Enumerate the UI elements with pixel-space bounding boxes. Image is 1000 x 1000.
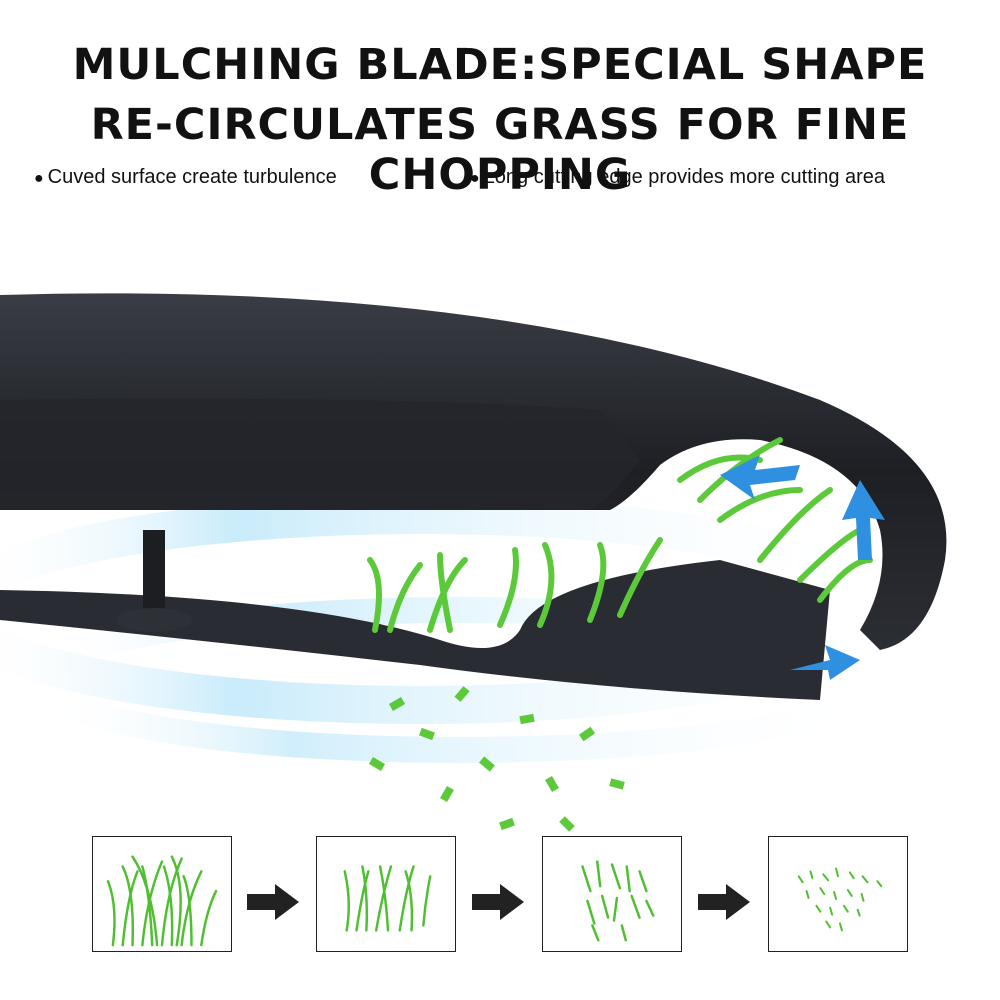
grass-stage-icon-cut (316, 836, 456, 952)
bullet-dot-icon: ● (470, 170, 480, 187)
feature-bullet-turbulence: ●Cuved surface create turbulence (34, 166, 337, 189)
headline-line-1: MULCHING BLADE:SPECIAL SHAPE (72, 40, 928, 90)
headline-line-2: RE-CIRCULATES GRASS FOR FINE CHOPPING (90, 100, 910, 200)
bullet-dot-icon: ● (34, 170, 44, 187)
grass-stage-icon-mulched (768, 836, 908, 952)
feature-bullet-cutting-edge: ●Long cutting edge provides more cutting… (470, 166, 885, 189)
grass-stage-icon-full (92, 836, 232, 952)
grass-stage-icon-chopped (542, 836, 682, 952)
blade-illustration-icon (0, 293, 947, 832)
feature-text: Cuved surface create turbulence (47, 166, 337, 188)
feature-text: Long cutting edge provides more cutting … (483, 166, 886, 188)
